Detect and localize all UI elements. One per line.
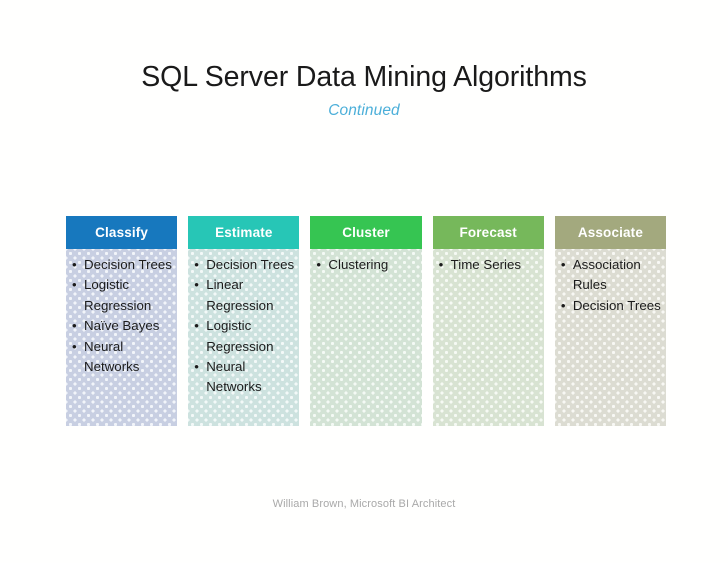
list-item: Time Series <box>437 255 540 276</box>
column-header-classify[interactable]: Classify <box>66 216 178 249</box>
title-block: SQL Server Data Mining Algorithms Contin… <box>0 61 728 120</box>
column-header-cluster[interactable]: Cluster <box>310 216 422 249</box>
list-item: Logistic Regression <box>70 275 173 316</box>
column-header-associate[interactable]: Associate <box>554 216 667 249</box>
algorithm-column-associate: AssociateAssociation RulesDecision Trees <box>554 216 667 426</box>
list-item: Logistic Regression <box>192 316 295 357</box>
column-header-forecast[interactable]: Forecast <box>432 216 544 249</box>
column-body-cluster: Clustering <box>310 249 421 426</box>
list-item: Linear Regression <box>192 275 295 316</box>
column-body-estimate: Decision TreesLinear RegressionLogistic … <box>188 249 299 426</box>
algorithm-list: Decision TreesLogistic RegressionNaïve B… <box>70 255 173 377</box>
algorithm-column-classify: ClassifyDecision TreesLogistic Regressio… <box>66 216 178 426</box>
algorithm-list: Clustering <box>314 255 417 276</box>
column-body-forecast: Time Series <box>433 249 544 426</box>
list-item: Association Rules <box>559 255 662 296</box>
algorithm-column-estimate: EstimateDecision TreesLinear RegressionL… <box>188 216 300 426</box>
list-item: Decision Trees <box>559 296 662 317</box>
list-item: Naïve Bayes <box>70 316 173 337</box>
column-body-classify: Decision TreesLogistic RegressionNaïve B… <box>66 249 177 426</box>
list-item: Neural Networks <box>192 357 295 398</box>
algorithm-columns: ClassifyDecision TreesLogistic Regressio… <box>66 216 667 426</box>
page-subtitle: Continued <box>328 102 400 120</box>
algorithm-column-forecast: ForecastTime Series <box>432 216 544 426</box>
list-item: Neural Networks <box>70 337 173 378</box>
slide-footer: William Brown, Microsoft BI Architect <box>272 498 456 510</box>
algorithm-list: Time Series <box>437 255 540 276</box>
algorithm-list: Decision TreesLinear RegressionLogistic … <box>192 255 295 398</box>
list-item: Decision Trees <box>70 255 173 276</box>
list-item: Decision Trees <box>192 255 295 276</box>
page-title: SQL Server Data Mining Algorithms <box>141 61 587 93</box>
algorithm-list: Association RulesDecision Trees <box>559 255 662 317</box>
column-body-associate: Association RulesDecision Trees <box>555 249 666 426</box>
column-header-estimate[interactable]: Estimate <box>188 216 300 249</box>
algorithm-column-cluster: ClusterClustering <box>310 216 422 426</box>
list-item: Clustering <box>314 255 417 276</box>
